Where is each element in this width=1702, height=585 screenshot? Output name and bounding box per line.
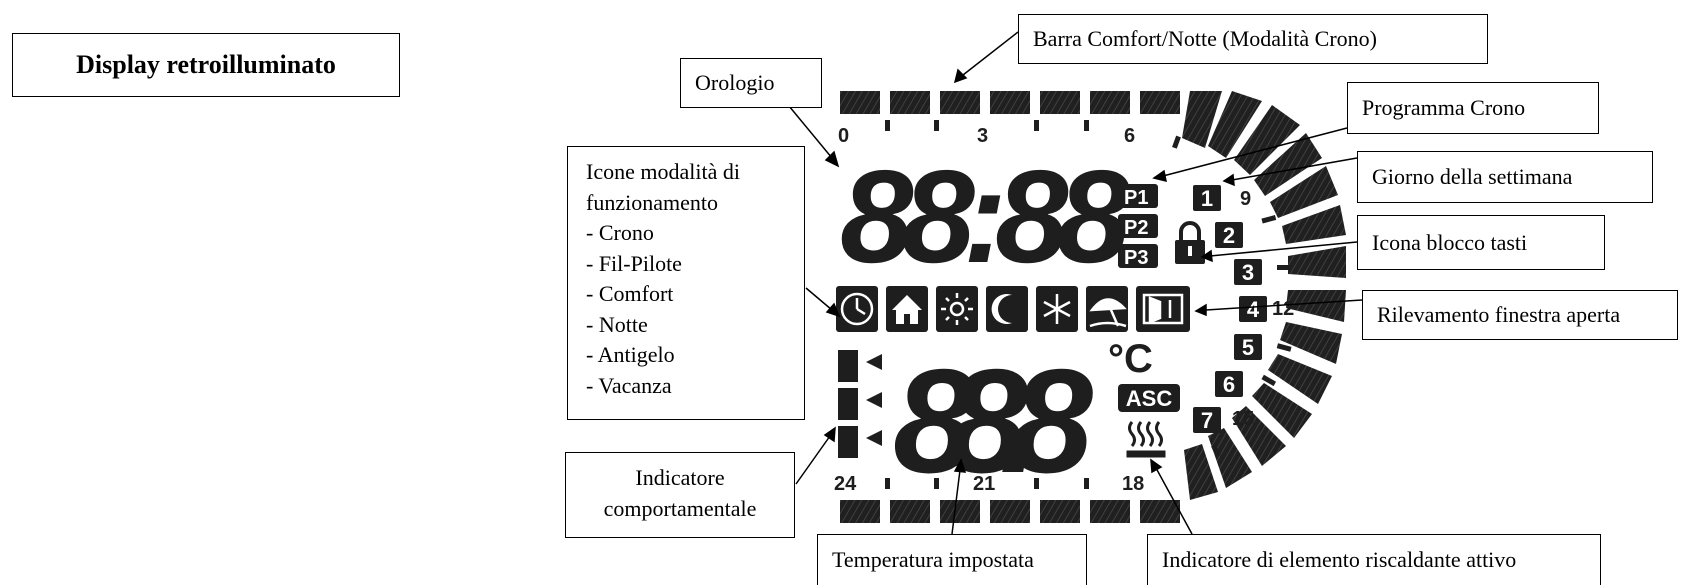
icone-line: - Comfort — [586, 281, 674, 306]
icone-line: Icone modalità di — [586, 159, 740, 184]
open-window-icon — [1142, 293, 1184, 325]
label-giorno-settimana: Giorno della settimana — [1357, 151, 1653, 203]
icone-line: - Crono — [586, 220, 654, 245]
day-2: 2 — [1223, 223, 1235, 248]
hour-label-12: 12 — [1272, 298, 1294, 320]
moon-icon — [991, 294, 1012, 324]
house-icon — [892, 295, 922, 324]
day-3: 3 — [1242, 260, 1254, 285]
hour-label-6: 6 — [1124, 125, 1135, 147]
label-temperatura-impostata: Temperatura impostata — [817, 534, 1087, 585]
program-p1: P1 — [1124, 187, 1148, 209]
day-7: 7 — [1201, 408, 1213, 433]
behaviour-indicator — [838, 350, 882, 458]
day-icons: 1 2 3 4 5 6 7 — [1193, 185, 1267, 433]
top-hour-bar — [840, 91, 1180, 131]
label-indicatore-comportamentale: Indicatore comportamentale — [565, 452, 795, 538]
hour-label-21: 21 — [973, 473, 995, 495]
label-icone-modalita: Icone modalità di funzionamento - Crono … — [567, 146, 805, 420]
bottom-hour-bar — [840, 478, 1180, 523]
label-elemento-riscaldante: Indicatore di elemento riscaldante attiv… — [1147, 534, 1601, 585]
heating-element-icon — [1126, 421, 1166, 458]
icone-line: - Notte — [586, 311, 648, 337]
day-5: 5 — [1242, 335, 1254, 360]
day-4: 4 — [1247, 297, 1260, 322]
hour-label-9: 9 — [1240, 188, 1251, 210]
program-p3: P3 — [1124, 247, 1148, 269]
icone-line: - Fil-Pilote — [586, 250, 682, 276]
mode-icon-row — [836, 286, 1190, 332]
hour-labels: 0 3 6 9 12 15 18 21 24 — [834, 125, 1294, 495]
clock-icon — [840, 292, 874, 326]
hour-label-0: 0 — [838, 125, 849, 147]
hour-label-15: 15 — [1232, 408, 1254, 430]
program-p2: P2 — [1124, 217, 1148, 239]
program-icons: P1 P2 P3 — [1118, 184, 1158, 269]
hour-label-3: 3 — [977, 125, 988, 147]
icone-line: funzionamento — [586, 189, 718, 215]
leader-lines — [788, 31, 1363, 535]
sun-icon — [941, 293, 973, 325]
hour-label-24: 24 — [834, 473, 857, 495]
temperature-digits: 88.8 — [893, 339, 1094, 504]
label-programma-crono: Programma Crono — [1347, 82, 1599, 134]
hour-label-18: 18 — [1122, 473, 1144, 495]
arc-ticks — [1172, 135, 1292, 458]
icone-line: - Vacanza — [586, 372, 672, 398]
lock-icon — [1175, 221, 1205, 264]
celsius-unit: °C — [1108, 337, 1153, 381]
svg-text:ASC: ASC — [1126, 386, 1173, 411]
day-1: 1 — [1201, 186, 1213, 211]
snowflake-icon — [1043, 294, 1071, 324]
day-6: 6 — [1223, 372, 1235, 397]
display-title: Display retroilluminato — [76, 50, 336, 79]
label-blocco-tasti: Icona blocco tasti — [1357, 215, 1605, 270]
label-orologio: Orologio — [680, 58, 822, 108]
label-barra-comfort-notte: Barra Comfort/Notte (Modalità Crono) — [1018, 14, 1488, 64]
clock-digits: 88:88 — [840, 143, 1131, 290]
beach-umbrella-icon — [1089, 298, 1127, 328]
label-finestra-aperta: Rilevamento finestra aperta — [1362, 290, 1678, 340]
clock-display: 88:88 — [840, 143, 1131, 290]
asc-icon: ASC — [1118, 384, 1180, 412]
title-box: Display retroilluminato — [12, 33, 400, 97]
icone-line: - Antigelo — [586, 342, 675, 367]
right-hour-arc — [1182, 91, 1346, 500]
